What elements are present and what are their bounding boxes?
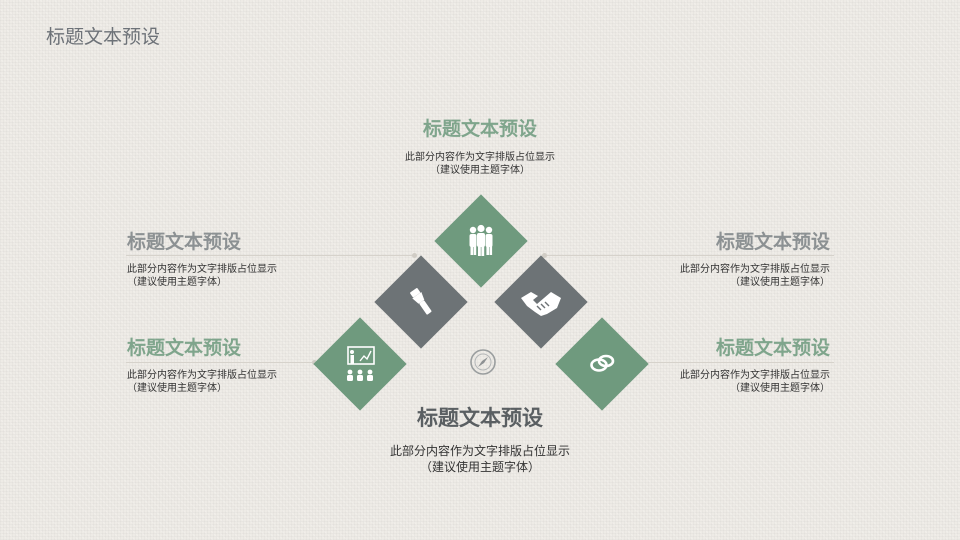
block-description: （建议使用主题字体）	[419, 460, 540, 474]
block-description: （建议使用主题字体）	[127, 277, 227, 288]
block-title: 标题文本预设	[127, 337, 242, 359]
block-title: 标题文本预设	[417, 406, 543, 430]
text-block-left-upper: 标题文本预设 此部分内容作为文字排版占位显示 （建议使用主题字体）	[127, 227, 277, 289]
group-people-icon	[469, 224, 493, 256]
divider-left-lower	[126, 362, 316, 363]
text-block-right-lower: 标题文本预设 此部分内容作为文字排版占位显示 （建议使用主题字体）	[630, 333, 830, 395]
text-block-top: 标题文本预设 此部分内容作为文字排版占位显示 （建议使用主题字体）	[330, 114, 630, 177]
chat-bubbles-icon	[590, 354, 615, 372]
block-title: 标题文本预设	[715, 231, 830, 253]
divider-left-upper	[126, 255, 416, 256]
compass-icon	[470, 349, 496, 375]
block-description: （建议使用主题字体）	[730, 383, 830, 394]
divider-right-upper	[546, 255, 834, 256]
text-block-right-upper: 标题文本预设 此部分内容作为文字排版占位显示 （建议使用主题字体）	[630, 227, 830, 289]
block-description: 此部分内容作为文字排版占位显示	[680, 370, 830, 381]
block-title: 标题文本预设	[422, 118, 537, 140]
block-description: 此部分内容作为文字排版占位显示	[389, 444, 570, 458]
divider-right-lower	[644, 362, 834, 363]
page-title: 标题文本预设	[46, 26, 161, 48]
presentation-icon	[347, 346, 375, 381]
block-description: 此部分内容作为文字排版占位显示	[680, 264, 830, 275]
handshake-icon	[521, 292, 561, 316]
divider-dot	[412, 253, 417, 258]
block-description: 此部分内容作为文字排版占位显示	[127, 370, 277, 381]
block-description: （建议使用主题字体）	[127, 383, 227, 394]
divider-dot	[542, 253, 547, 258]
block-description: 此部分内容作为文字排版占位显示	[127, 264, 277, 275]
block-description: （建议使用主题字体）	[730, 277, 830, 288]
block-title: 标题文本预设	[127, 231, 242, 253]
flashlight-icon	[410, 288, 432, 315]
text-block-bottom: 标题文本预设 此部分内容作为文字排版占位显示 （建议使用主题字体）	[330, 402, 630, 475]
text-block-left-lower: 标题文本预设 此部分内容作为文字排版占位显示 （建议使用主题字体）	[127, 333, 277, 395]
block-title: 标题文本预设	[715, 337, 830, 359]
block-description: （建议使用主题字体）	[430, 165, 530, 176]
block-description: 此部分内容作为文字排版占位显示	[405, 152, 555, 163]
